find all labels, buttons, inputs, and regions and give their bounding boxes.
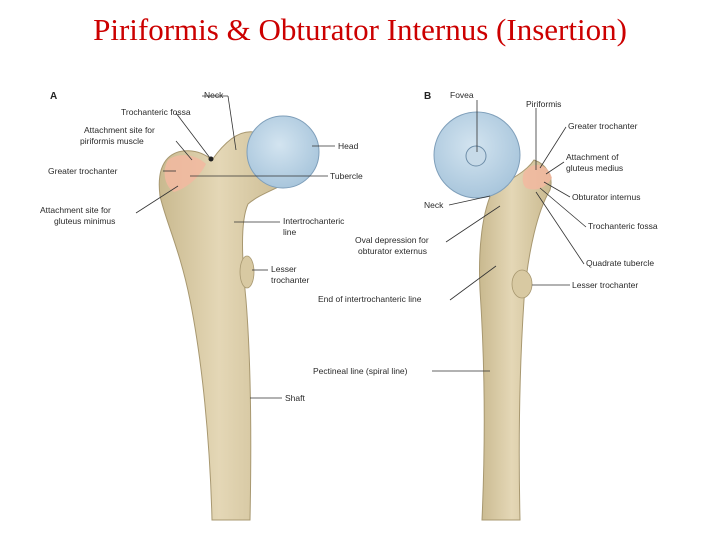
leader-attach-gluteus-minimus [135,185,179,214]
label-pectineal-line: Pectineal line (spiral line) [313,366,408,376]
label-intertrochanteric-line-2: line [283,227,297,237]
label-end-intertrochanteric: End of intertrochanteric line [318,294,422,304]
leader-neck-a-2 [227,95,237,151]
label-shaft: Shaft [285,393,305,403]
label-lesser-trochanter-a-1: Lesser [271,264,297,274]
panel-a-letter: A [50,91,57,102]
femur-b-bone [479,159,552,521]
slide-title: Piriformis & Obturator Internus (Inserti… [93,12,627,47]
label-attach-piriformis-2: piriformis muscle [80,136,144,146]
femur-a-bone [158,131,293,521]
label-attach-gluteus-minimus-2: gluteus minimus [54,216,115,226]
leader-obturator-internus [543,181,571,198]
leader-quadrate-tubercle [535,191,585,265]
panel-b-letter: B [424,91,431,102]
label-tubercle: Tubercle [330,171,363,181]
label-attach-gluteus-medius-1: Attachment of [566,152,619,162]
label-greater-trochanter-b: Greater trochanter [568,121,638,131]
leader-end-intertrochanteric [449,265,497,301]
attachment-site-greater-trochanter-a [164,155,206,192]
lesser-trochanter-b [511,269,533,299]
label-attach-piriformis-1: Attachment site for [84,125,155,135]
label-obturator-internus: Obturator internus [572,192,641,202]
leader-oval-depression [445,205,501,243]
leader-trochanteric-fossa-b [539,187,587,228]
label-greater-trochanter-a: Greater trochanter [48,166,118,176]
leader-neck-b [448,195,491,206]
panel-a: A Neck Trochanteric fossa Attachment sit… [40,90,363,521]
leader-attach-piriformis [175,140,193,161]
label-quadrate-tubercle: Quadrate tubercle [586,258,654,268]
label-trochanteric-fossa-b: Trochanteric fossa [588,221,658,231]
label-oval-depression-1: Oval depression for [355,235,429,245]
label-attach-gluteus-minimus-1: Attachment site for [40,205,111,215]
lesser-trochanter-a [239,255,255,289]
label-attach-gluteus-medius-2: gluteus medius [566,163,623,173]
label-intertrochanteric-line-1: Intertrochanteric [283,216,345,226]
label-lesser-trochanter-b: Lesser trochanter [572,280,638,290]
leader-greater-trochanter-b [539,126,567,169]
label-lesser-trochanter-a-2: trochanter [271,275,309,285]
label-neck-b: Neck [424,200,444,210]
label-trochanteric-fossa-a: Trochanteric fossa [121,107,191,117]
label-neck-a: Neck [204,90,224,100]
attachment-site-gluteus-medius-b [522,164,552,190]
leader-trochanteric-fossa-a [175,112,211,159]
label-head-a: Head [338,141,359,151]
fovea-pit [465,145,487,167]
label-fovea: Fovea [450,90,474,100]
femoral-head-a [246,115,320,189]
leader-attach-gluteus-medius [545,161,565,175]
label-oval-depression-2: obturator externus [358,246,427,256]
label-piriformis: Piriformis [526,99,561,109]
panel-b: B Fovea Piriformis Greater trochanter At… [313,90,658,521]
